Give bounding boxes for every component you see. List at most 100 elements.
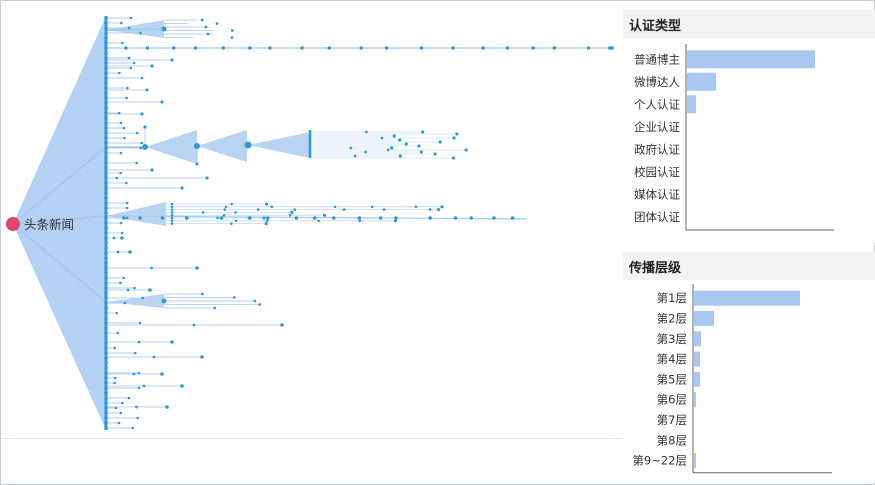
tree-node[interactable] xyxy=(552,46,557,50)
tree-node[interactable] xyxy=(234,211,237,214)
tree-node[interactable] xyxy=(104,186,108,190)
tree-node[interactable] xyxy=(294,216,299,220)
tree-node[interactable] xyxy=(230,36,234,39)
tree-node[interactable] xyxy=(104,306,108,310)
tree-node[interactable] xyxy=(104,76,108,80)
tree-node[interactable] xyxy=(201,211,205,214)
tree-node[interactable] xyxy=(104,331,108,335)
tree-node[interactable] xyxy=(117,111,121,115)
tree-node[interactable] xyxy=(142,384,146,388)
tree-node[interactable] xyxy=(104,206,108,210)
tree-node[interactable] xyxy=(125,206,129,210)
tree-node[interactable] xyxy=(125,181,128,185)
tree-node[interactable] xyxy=(195,162,199,166)
tree-node[interactable] xyxy=(160,216,165,220)
tree-node[interactable] xyxy=(180,384,184,388)
tree-node[interactable] xyxy=(104,291,108,295)
tree-node[interactable] xyxy=(104,46,108,50)
tree-node[interactable] xyxy=(433,152,437,156)
tree-node[interactable] xyxy=(145,46,150,50)
tree-node[interactable] xyxy=(436,208,441,212)
tree-node[interactable] xyxy=(370,205,374,209)
tree-node[interactable] xyxy=(122,276,126,280)
tree-node[interactable] xyxy=(116,331,120,335)
tree-node[interactable] xyxy=(104,406,108,410)
tree-node[interactable] xyxy=(419,46,424,50)
tree-node[interactable] xyxy=(104,276,108,280)
tree-node[interactable] xyxy=(586,46,591,50)
tree-node[interactable] xyxy=(172,46,176,50)
tree-node[interactable] xyxy=(266,216,270,220)
tree-node[interactable] xyxy=(323,213,326,217)
tree-node[interactable] xyxy=(104,231,108,235)
tree-node[interactable] xyxy=(421,130,425,134)
tree-node[interactable] xyxy=(104,151,108,155)
tree-node[interactable] xyxy=(104,51,108,55)
tree-node[interactable] xyxy=(140,141,144,145)
tree-node[interactable] xyxy=(104,56,108,60)
tree-node[interactable] xyxy=(150,168,154,172)
tree-node[interactable] xyxy=(104,381,108,385)
bar[interactable] xyxy=(687,50,815,69)
tree-node[interactable] xyxy=(165,405,169,409)
tree-node[interactable] xyxy=(349,146,353,150)
tree-node[interactable] xyxy=(104,281,108,285)
tree-node[interactable] xyxy=(219,216,224,220)
tree-node[interactable] xyxy=(170,213,174,217)
tree-node[interactable] xyxy=(104,336,108,340)
tree-node[interactable] xyxy=(127,56,131,60)
tree-node[interactable] xyxy=(364,150,368,154)
tree-node[interactable] xyxy=(114,406,118,410)
tree-node[interactable] xyxy=(125,201,129,205)
tree-node[interactable] xyxy=(143,125,147,129)
tree-node[interactable] xyxy=(204,25,208,29)
tree-node[interactable] xyxy=(419,150,423,154)
tree-node[interactable] xyxy=(119,281,122,285)
tree-node[interactable] xyxy=(288,213,292,217)
tree-node[interactable] xyxy=(104,261,108,265)
tree-node[interactable] xyxy=(359,46,363,50)
tree-node[interactable] xyxy=(610,46,614,50)
tree-node[interactable] xyxy=(104,201,108,205)
tree-node[interactable] xyxy=(531,46,535,50)
tree-node[interactable] xyxy=(119,171,123,175)
tree-node[interactable] xyxy=(123,301,127,305)
tree-node[interactable] xyxy=(135,405,138,409)
tree-node[interactable] xyxy=(104,106,108,110)
tree-node[interactable] xyxy=(104,211,108,215)
tree-node[interactable] xyxy=(268,46,272,50)
tree-node[interactable] xyxy=(115,311,118,315)
tree-node[interactable] xyxy=(104,136,108,140)
tree-node[interactable] xyxy=(137,371,141,375)
tree-node[interactable] xyxy=(122,216,126,220)
tree-node[interactable] xyxy=(104,346,108,350)
tree-node[interactable] xyxy=(206,32,210,36)
tree-node[interactable] xyxy=(342,208,346,211)
tree-node[interactable] xyxy=(104,71,108,75)
tree-node[interactable] xyxy=(104,141,108,145)
tree-node[interactable] xyxy=(390,146,394,150)
tree-node[interactable] xyxy=(161,298,167,304)
tree-node[interactable] xyxy=(129,66,133,70)
tree-node[interactable] xyxy=(104,301,108,305)
tree-node[interactable] xyxy=(265,219,269,223)
tree-node[interactable] xyxy=(312,216,317,220)
tree-node[interactable] xyxy=(160,372,164,376)
tree-node[interactable] xyxy=(404,142,408,146)
tree-node[interactable] xyxy=(234,219,238,223)
tree-node[interactable] xyxy=(392,134,396,138)
tree-node[interactable] xyxy=(253,299,257,303)
tree-node[interactable] xyxy=(200,292,204,296)
tree-node[interactable] xyxy=(451,46,455,50)
tree-node[interactable] xyxy=(104,176,108,180)
bar[interactable] xyxy=(687,72,716,91)
tree-node[interactable] xyxy=(119,151,123,155)
tree-node[interactable] xyxy=(170,211,174,214)
tree-node[interactable] xyxy=(353,154,357,158)
tree-node[interactable] xyxy=(139,31,142,35)
tree-node[interactable] xyxy=(120,231,124,235)
tree-node[interactable] xyxy=(126,288,130,292)
tree-node[interactable] xyxy=(104,86,108,90)
tree-node[interactable] xyxy=(104,421,108,425)
bar[interactable] xyxy=(687,95,696,114)
